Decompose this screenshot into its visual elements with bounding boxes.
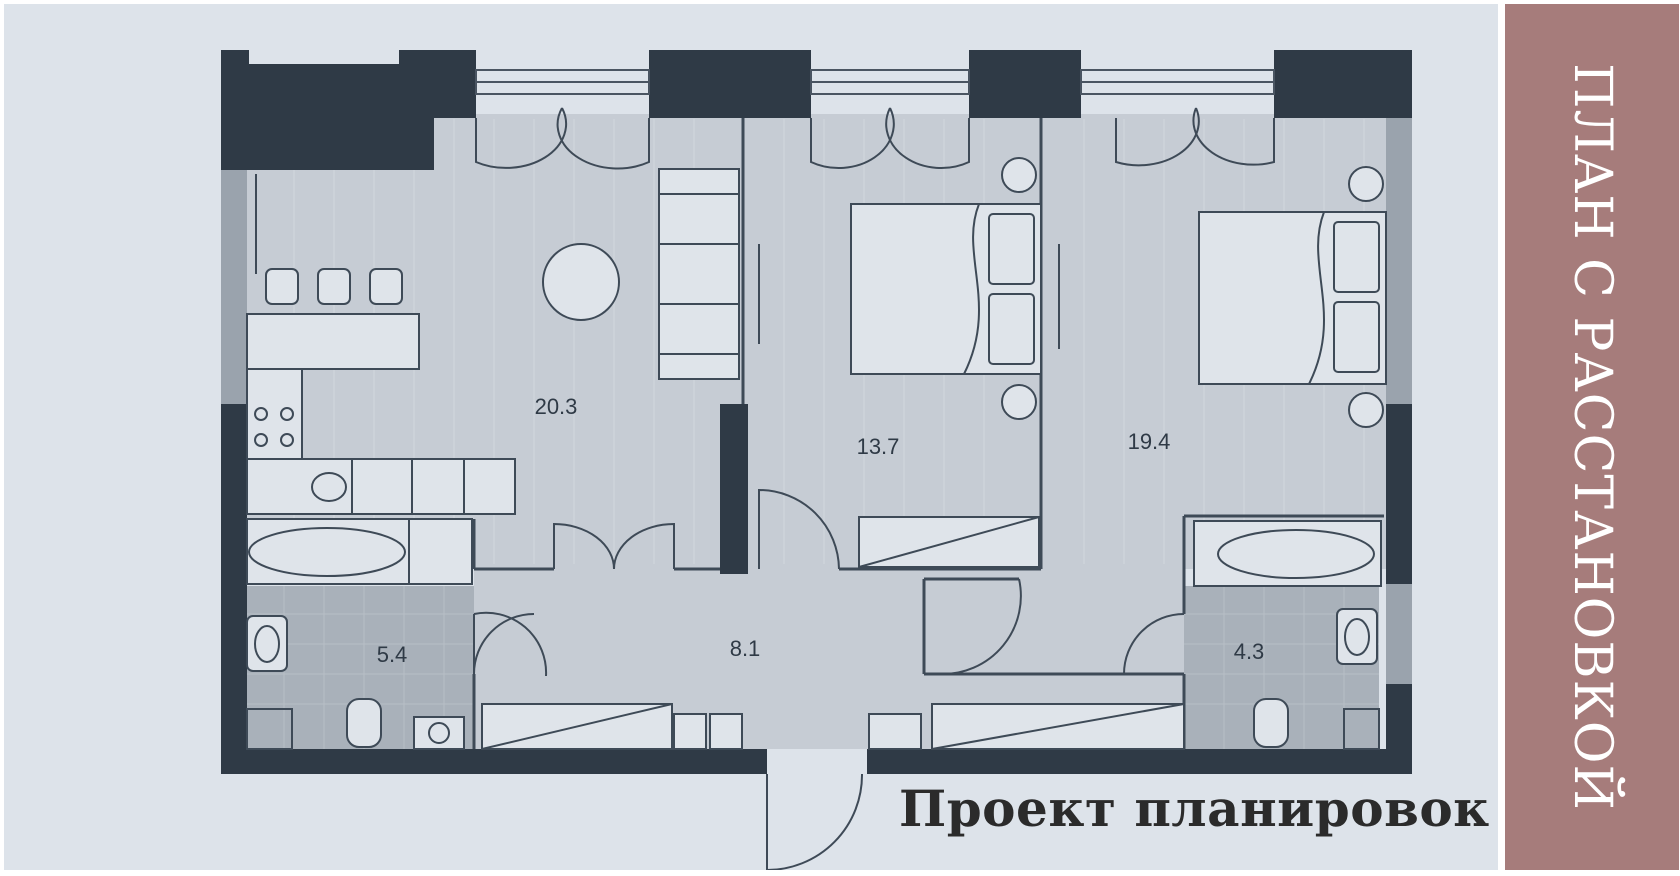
plan-caption: Проект планировок — [899, 779, 1490, 838]
floor-plan-drawing: 20.3 13.7 19.4 5.4 8.1 4.3 — [221, 50, 1412, 870]
interior-doors — [473, 488, 1185, 870]
bathroom-2-fixtures — [1253, 608, 1378, 748]
bedroom-2-furniture — [1193, 166, 1387, 587]
kitchen-details — [254, 174, 760, 514]
side-windows — [221, 118, 1412, 684]
side-banner: ПЛАН С РАССТАНОВКОЙ — [1505, 4, 1679, 870]
bedroom-2-details — [1217, 211, 1375, 579]
banner-title: ПЛАН С РАССТАНОВКОЙ — [1562, 63, 1622, 811]
area-label-bedroom-1: 13.7 — [857, 434, 900, 459]
top-windows — [475, 69, 1275, 95]
bedroom-1-furniture — [850, 157, 1042, 568]
area-label-bathroom-1: 5.4 — [377, 642, 408, 667]
exterior-walls — [221, 50, 1412, 774]
balcony-doors — [475, 107, 1275, 170]
bathroom-2-details — [1343, 618, 1380, 750]
area-label-bathroom-2: 4.3 — [1234, 639, 1265, 664]
floor-plan-panel: 20.3 13.7 19.4 5.4 8.1 4.3 Проект планир… — [4, 4, 1498, 870]
area-label-bedroom-2: 19.4 — [1128, 429, 1171, 454]
area-label-living-kitchen: 20.3 — [535, 394, 578, 419]
bathroom-1-details — [246, 519, 450, 750]
area-label-hallway: 8.1 — [730, 636, 761, 661]
hallway-details — [481, 703, 1185, 750]
area-labels: 20.3 13.7 19.4 5.4 8.1 4.3 — [377, 394, 1265, 667]
kitchen-furniture — [246, 168, 740, 515]
bedroom-1-details — [858, 203, 1060, 568]
